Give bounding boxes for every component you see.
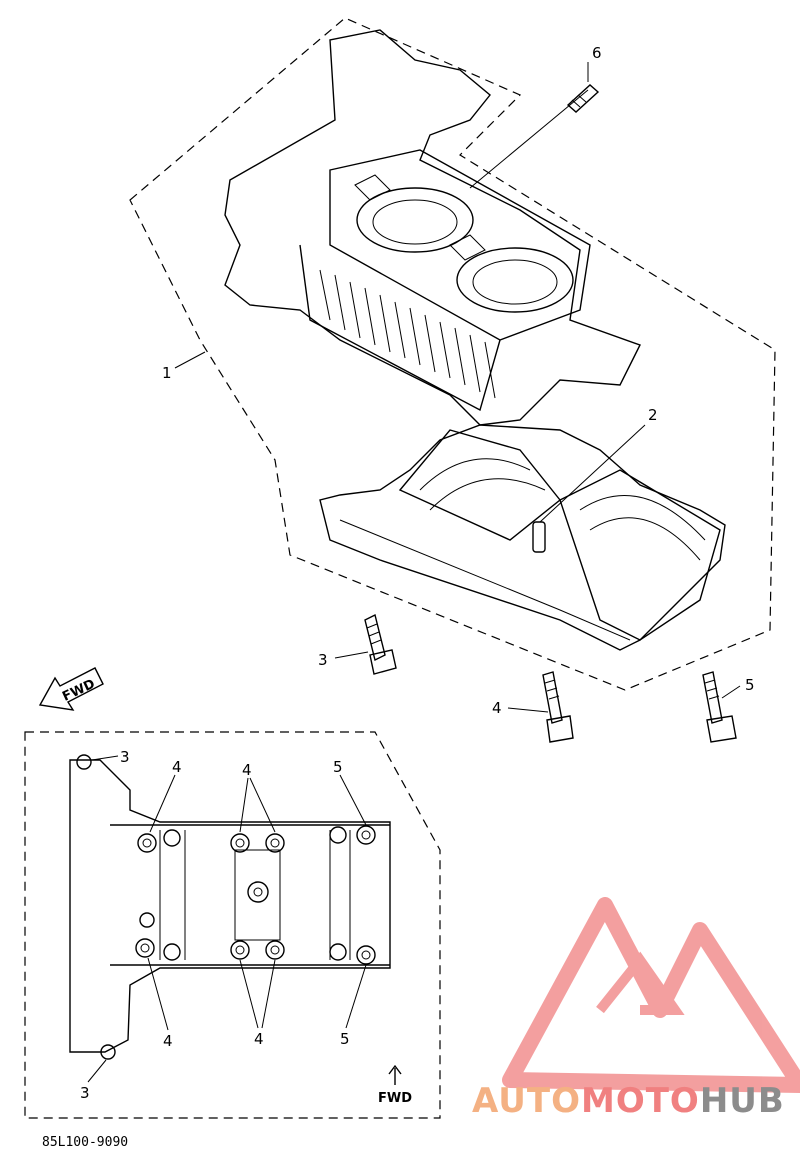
- inset-label-bottom-4a: 4: [163, 1032, 173, 1050]
- inset-diagram: 3 4 4 5 4 4 5 3 FWD: [24, 731, 441, 1119]
- assembly-outline: [129, 17, 776, 691]
- callout-dowel-pin: 2: [648, 406, 658, 424]
- upper-crankcase: [224, 29, 641, 426]
- watermark-text: AUTOMOTOHUB: [472, 1081, 785, 1121]
- bolt-4: [542, 671, 574, 743]
- dowel-pin: [532, 521, 546, 553]
- watermark-part-hub: HUB: [700, 1081, 785, 1121]
- inset-label-top-4b: 4: [242, 761, 252, 779]
- watermark-logo: [502, 897, 800, 1093]
- callout-crankcase: 1: [162, 364, 172, 382]
- callout-bolt-3: 3: [318, 651, 328, 669]
- callout-bolt-4: 4: [492, 699, 502, 717]
- part-code: 85L100-9090: [42, 1135, 128, 1150]
- inset-label-bottom-left: 3: [80, 1084, 90, 1102]
- lower-crankcase: [319, 424, 726, 651]
- callout-bolt-5: 5: [745, 676, 755, 694]
- inset-fwd-arrow: [388, 1064, 402, 1085]
- inset-label-bottom-5: 5: [340, 1030, 350, 1048]
- watermark-part-moto: MOTO: [581, 1081, 700, 1121]
- inset-label-top-left: 3: [120, 748, 130, 766]
- leader-lines: [174, 62, 741, 713]
- inset-bolt-holes: [76, 754, 376, 1060]
- inset-label-top-4a: 4: [172, 758, 182, 776]
- inset-label-bottom-4b: 4: [254, 1030, 264, 1048]
- inset-fwd-label: FWD: [378, 1091, 412, 1106]
- fwd-arrow: FWD: [38, 667, 104, 711]
- plug: [566, 84, 600, 113]
- fwd-arrow-label: FWD: [60, 677, 97, 705]
- bolt-5: [702, 671, 737, 743]
- callout-plug: 6: [592, 44, 602, 62]
- inset-label-top-5: 5: [333, 758, 343, 776]
- bolt-3: [364, 613, 397, 675]
- watermark-part-auto: AUTO: [472, 1081, 581, 1121]
